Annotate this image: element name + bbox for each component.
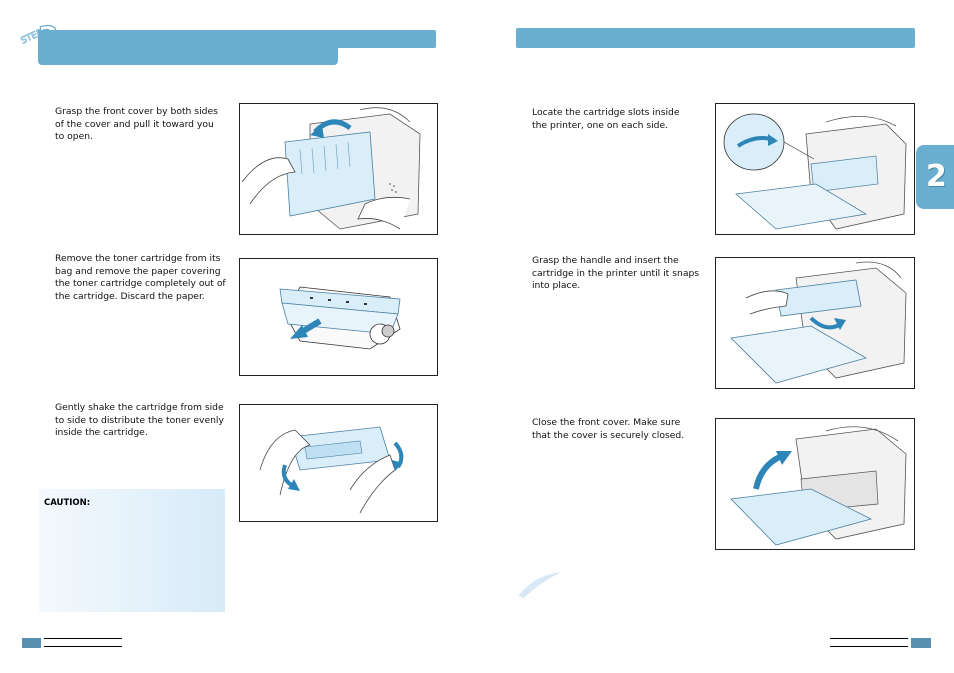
remove-toner-cartridge-illustration bbox=[239, 258, 438, 376]
right-header-bar bbox=[516, 28, 915, 48]
right-step-3-text: Close the front cover. Make sure that th… bbox=[532, 417, 685, 441]
caution-title: CAUTION: bbox=[44, 498, 91, 508]
shake-cartridge-illustration bbox=[239, 404, 438, 522]
footer-left-line-bottom bbox=[44, 646, 122, 647]
note-swoosh-icon bbox=[516, 570, 566, 600]
right-step-1-text: Locate the cartridge slots inside the pr… bbox=[532, 107, 680, 131]
left-header-bar bbox=[38, 30, 436, 48]
cartridge-slots-illustration bbox=[715, 103, 915, 235]
left-step-3-text: Gently shake the cartridge from side to … bbox=[55, 402, 224, 439]
insert-cartridge-illustration bbox=[715, 257, 915, 389]
footer-right-line-bottom bbox=[830, 646, 908, 647]
chapter-tab-number: 2 bbox=[926, 159, 947, 194]
footer-left-box bbox=[22, 638, 41, 648]
left-header-bar-lower bbox=[38, 44, 338, 65]
open-front-cover-illustration bbox=[239, 103, 438, 235]
left-step-2-text: Remove the toner cartridge from its bag … bbox=[55, 253, 226, 302]
footer-right-box bbox=[911, 638, 931, 648]
left-step-1-text: Grasp the front cover by both sides of t… bbox=[55, 106, 218, 143]
footer-left-line-top bbox=[44, 638, 122, 639]
caution-box: CAUTION: bbox=[39, 489, 225, 612]
close-front-cover-illustration bbox=[715, 418, 915, 550]
chapter-tab: 2 bbox=[916, 145, 954, 209]
footer-right-line-top bbox=[830, 638, 908, 639]
right-step-2-text: Grasp the handle and insert the cartridg… bbox=[532, 255, 700, 292]
